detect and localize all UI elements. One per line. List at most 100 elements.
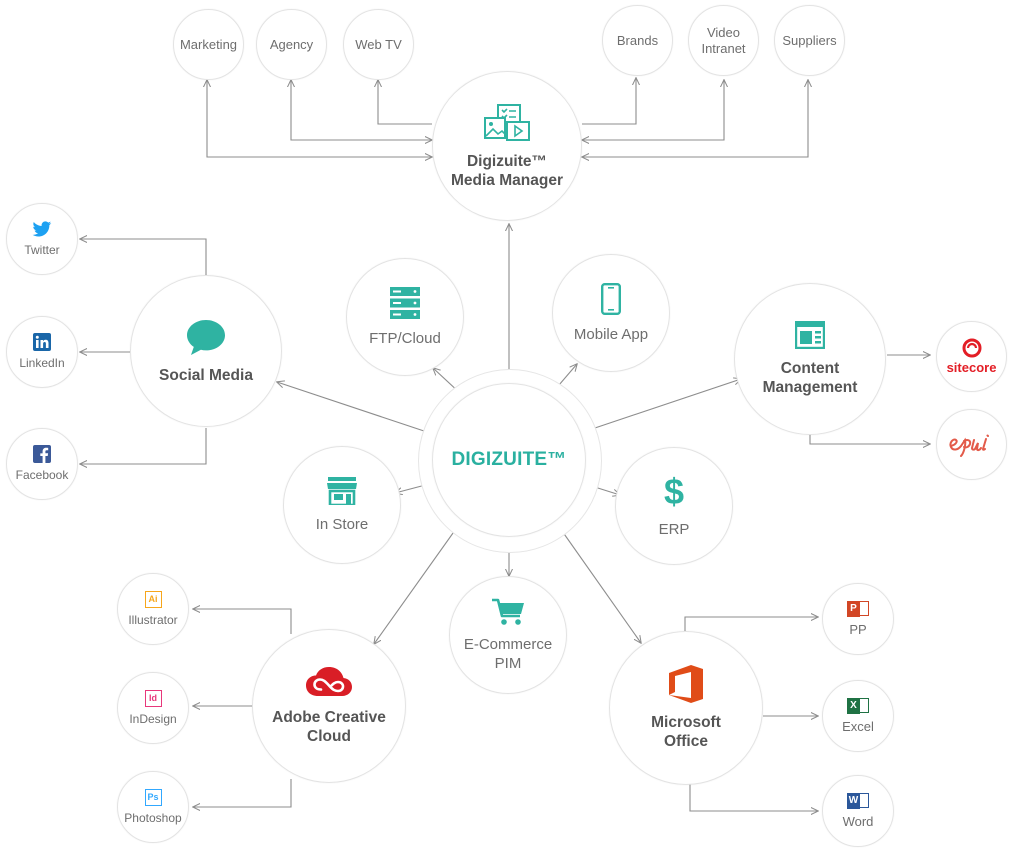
digizuite-core-node[interactable]: DIGIZUITE™ — [432, 383, 586, 537]
ftp-cloud-label: FTP/Cloud — [369, 329, 441, 347]
web-page-icon — [795, 321, 825, 349]
facebook-label: Facebook — [15, 468, 69, 482]
microsoft-office-node[interactable]: Microsoft Office — [609, 631, 763, 785]
ai-badge: Ai — [144, 590, 162, 608]
ps-badge: Ps — [144, 788, 162, 806]
facebook-icon — [33, 445, 51, 463]
digizuite-core-label: DIGIZUITE™ — [451, 449, 567, 470]
adobe-cc-node[interactable]: Adobe Creative Cloud — [252, 629, 406, 783]
powerpoint-badge: P — [847, 600, 860, 617]
suppliers-label: Suppliers — [782, 32, 837, 48]
illustrator-label: Illustrator — [128, 612, 178, 627]
dollar-icon: $ — [663, 470, 685, 512]
marketing-node[interactable]: Marketing — [173, 9, 244, 80]
agency-label: Agency — [269, 36, 314, 52]
video-intranet-node[interactable]: Video Intranet — [688, 5, 759, 76]
excel-node[interactable]: X Excel — [822, 680, 894, 752]
line-epi — [809, 431, 930, 444]
ecommerce-node[interactable]: E-Commerce PIM — [449, 576, 567, 694]
server-icon — [390, 286, 420, 319]
photoshop-label: Photoshop — [124, 810, 182, 825]
illustrator-node[interactable]: Ai Illustrator — [117, 573, 189, 645]
line-facebook — [80, 428, 207, 464]
line-webtv — [378, 80, 432, 125]
sitecore-logo-icon — [962, 338, 981, 358]
linkedin-icon — [33, 333, 51, 351]
adobe-cc-label: Adobe Creative Cloud — [272, 709, 386, 745]
ftp-cloud-node[interactable]: FTP/Cloud — [346, 258, 464, 376]
media-manager-node[interactable]: Digizuite™ Media Manager — [432, 71, 582, 221]
microsoft-office-label: Microsoft Office — [651, 714, 721, 750]
line-suppliers — [582, 80, 808, 157]
brands-node[interactable]: Brands — [602, 5, 673, 76]
line-marketing — [207, 80, 432, 157]
creative-cloud-icon — [306, 667, 352, 696]
powerpoint-icon: P — [847, 600, 869, 617]
facebook-node[interactable]: Facebook — [6, 428, 78, 500]
brands-label: Brands — [616, 32, 659, 48]
word-icon: W — [847, 792, 869, 809]
photoshop-node[interactable]: Ps Photoshop — [117, 771, 189, 843]
in-store-node[interactable]: In Store — [283, 446, 401, 564]
media-manager-label: Digizuite™ Media Manager — [451, 152, 563, 189]
twitter-label: Twitter — [24, 242, 60, 257]
media-library-icon — [484, 103, 530, 141]
twitter-node[interactable]: Twitter — [6, 203, 78, 275]
line-brands — [582, 78, 636, 125]
line-adobe-core — [374, 519, 463, 644]
storefront-icon — [327, 476, 357, 505]
office-logo-icon — [669, 665, 703, 703]
ecommerce-label: E-Commerce PIM — [463, 636, 553, 672]
line-social-core — [277, 382, 433, 434]
line-twitter — [80, 239, 207, 275]
indesign-node[interactable]: Id InDesign — [117, 672, 189, 744]
linkedin-node[interactable]: LinkedIn — [6, 316, 78, 388]
word-doc — [860, 793, 869, 808]
shopping-cart-icon — [492, 598, 524, 625]
suppliers-node[interactable]: Suppliers — [774, 5, 845, 76]
pp-node[interactable]: P PP — [822, 583, 894, 655]
social-media-label: Social Media — [159, 366, 253, 384]
erp-node[interactable]: $ ERP — [615, 447, 733, 565]
content-management-label: Content Management — [762, 360, 858, 396]
word-node[interactable]: W Word — [822, 775, 894, 847]
excel-label: Excel — [842, 718, 874, 734]
social-media-node[interactable]: Social Media — [130, 275, 282, 427]
line-agency — [291, 80, 432, 140]
speech-bubble-icon — [187, 319, 225, 355]
sitecore-label: sitecore — [946, 360, 997, 375]
excel-doc — [860, 698, 869, 713]
erp-label: ERP — [658, 520, 690, 538]
line-pp — [684, 617, 818, 631]
id-badge: Id — [144, 689, 162, 707]
episerver-logo-icon — [949, 434, 989, 457]
agency-node[interactable]: Agency — [256, 9, 327, 80]
sitecore-node[interactable]: sitecore — [936, 321, 1007, 392]
episerver-node[interactable] — [936, 409, 1007, 480]
marketing-label: Marketing — [179, 36, 238, 52]
excel-icon: X — [847, 697, 869, 714]
line-illustrator — [193, 609, 292, 634]
word-label: Word — [842, 813, 874, 829]
video-intranet-label: Video Intranet — [701, 24, 746, 56]
linkedin-label: LinkedIn — [19, 356, 65, 370]
indesign-label: InDesign — [129, 711, 177, 726]
powerpoint-doc — [860, 601, 869, 616]
pp-label: PP — [849, 621, 867, 637]
line-office-core — [554, 520, 641, 643]
content-management-node[interactable]: Content Management — [734, 283, 886, 435]
line-photoshop — [193, 779, 292, 807]
smartphone-icon — [601, 282, 621, 315]
line-word — [689, 783, 818, 811]
in-store-label: In Store — [315, 515, 369, 533]
twitter-bird-icon — [32, 220, 52, 236]
webtv-label: Web TV — [355, 36, 402, 52]
mobile-app-node[interactable]: Mobile App — [552, 254, 670, 372]
line-video-intranet — [582, 80, 724, 140]
excel-badge: X — [847, 697, 860, 714]
line-content-core — [583, 379, 741, 432]
mobile-app-label: Mobile App — [573, 325, 649, 343]
webtv-node[interactable]: Web TV — [343, 9, 414, 80]
